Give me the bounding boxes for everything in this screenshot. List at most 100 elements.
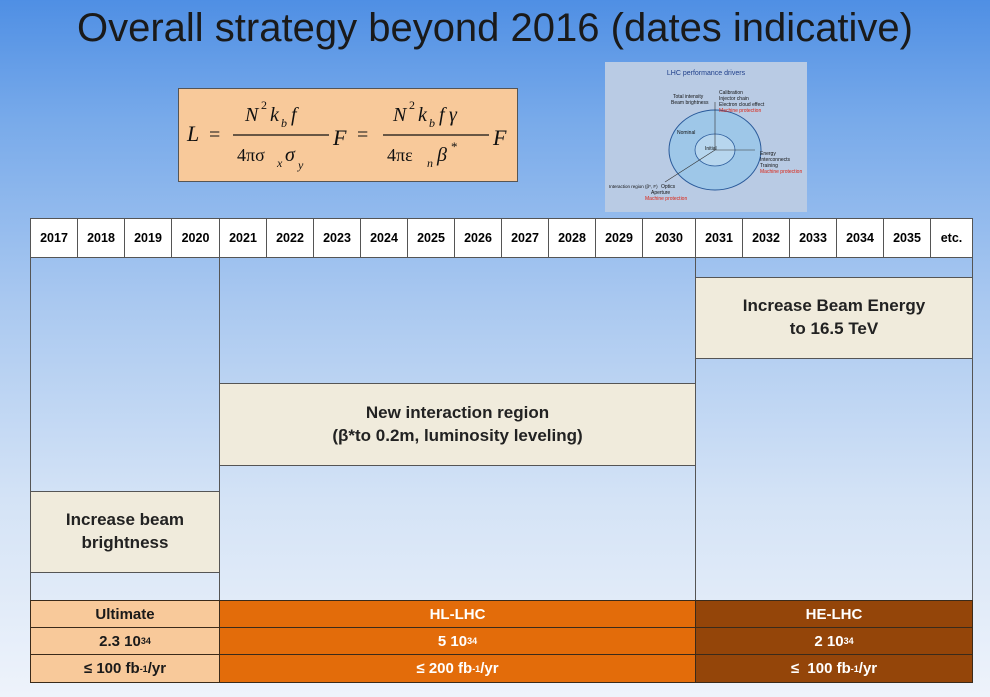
phase-interaction-line2: (β*to 0.2m, luminosity leveling): [332, 425, 583, 445]
year-cell: 2017: [30, 218, 78, 258]
year-cell: 2018: [77, 218, 125, 258]
phase-increase-beam-energy: Increase Beam Energy to 16.5 TeV: [695, 277, 973, 359]
he-int-pre: ≤ 100 fb: [790, 660, 851, 677]
year-cell: 2024: [360, 218, 408, 258]
drivers-label-energy: Energy: [760, 151, 776, 157]
phase-brightness-line2: brightness: [81, 533, 169, 552]
ultimate-lumi-exp: 34: [140, 636, 151, 646]
hl-lumi-exp: 34: [467, 636, 478, 646]
year-cell: 2029: [595, 218, 643, 258]
formula-eq-2: =: [357, 124, 368, 146]
drivers-label-initial: Initial: [705, 146, 717, 152]
he-lumi-exp: 34: [843, 636, 854, 646]
drivers-label-calibration: Calibration: [719, 90, 743, 96]
drivers-label-ir: Interaction region (β*, F): [609, 184, 658, 189]
year-cell: 2019: [124, 218, 172, 258]
formula-f-2: f: [439, 104, 447, 126]
formula-star: *: [451, 139, 458, 154]
year-cell: 2022: [266, 218, 314, 258]
drivers-label-mp-1: Machine protection: [719, 108, 761, 114]
drivers-label-mp-3: Machine protection: [645, 196, 687, 202]
year-cell: 2021: [219, 218, 267, 258]
hl-int-post: /yr: [480, 660, 499, 677]
phase-increase-brightness: Increase beam brightness: [30, 491, 220, 573]
hl-lhc-name: HL-LHC: [219, 600, 696, 628]
hl-lumi-base: 5 10: [437, 632, 468, 650]
drivers-label-interconnects: Interconnects: [760, 157, 791, 163]
formula-b-2: b: [429, 116, 435, 130]
drivers-label-optics: Optics: [661, 184, 676, 190]
formula-lhs: L: [186, 121, 199, 146]
he-lhc-name: HE-LHC: [695, 600, 973, 628]
year-cell: 2035: [883, 218, 931, 258]
ultimate-integrated: ≤ 100 fb-1/yr: [30, 654, 220, 683]
formula-den-1: 4πσ: [237, 145, 265, 165]
year-cell: 2025: [407, 218, 455, 258]
he-lumi-base: 2 10: [814, 632, 844, 650]
year-cell: 2030: [642, 218, 696, 258]
ultimate-int-post: /yr: [147, 660, 167, 677]
formula-exp-2: 2: [409, 98, 415, 112]
formula-n-2: N: [392, 104, 408, 126]
drivers-label-total-intensity: Total intensity: [673, 94, 704, 100]
ultimate-name: Ultimate: [30, 600, 220, 628]
phase-energy-line2: to 16.5 TeV: [789, 319, 879, 338]
drivers-label-injector: Injector chain: [719, 96, 749, 102]
year-cell: 2034: [836, 218, 884, 258]
formula-beta: β: [436, 144, 447, 166]
phase-new-interaction-region: New interaction region (β*to 0.2m, lumin…: [219, 383, 696, 466]
drivers-label-nominal: Nominal: [677, 130, 695, 136]
formula-x: x: [276, 156, 283, 170]
he-int-post: /yr: [858, 660, 878, 677]
drivers-label-ecloud: Electron cloud effect: [719, 102, 765, 108]
year-cell: etc.: [930, 218, 973, 258]
year-cell: 2032: [742, 218, 790, 258]
formula-f-1: f: [291, 104, 299, 126]
hl-lhc-integrated: ≤ 200 fb-1/yr: [219, 654, 696, 683]
ultimate-int-exp: -1: [139, 663, 148, 674]
drivers-label-mp-2: Machine protection: [760, 169, 802, 175]
phase-brightness-line1: Increase beam: [65, 510, 185, 530]
formula-n-sub: n: [427, 156, 433, 170]
formula-F-2: F: [492, 125, 507, 150]
hl-int-exp: -1: [472, 663, 481, 674]
luminosity-formula: L = N 2 k b f 4πσ x σ y F = N 2 k b f γ …: [178, 88, 518, 182]
formula-gamma: γ: [449, 104, 458, 126]
he-int-exp: -1: [850, 663, 859, 674]
formula-eq-1: =: [209, 124, 220, 146]
drivers-label-beam-brightness: Beam brightness: [671, 100, 709, 106]
drivers-axis-diag: [664, 149, 716, 183]
year-cell: 2027: [501, 218, 549, 258]
phase-energy-line1: Increase Beam Energy: [742, 296, 926, 316]
formula-k-2: k: [418, 104, 428, 126]
formula-den-2: 4πε: [387, 145, 413, 165]
year-cell: 2028: [548, 218, 596, 258]
drivers-label-training: Training: [760, 163, 778, 169]
formula-sigma: σ: [285, 144, 296, 166]
phase-interaction-line1: New interaction region: [365, 402, 550, 422]
formula-k-1: k: [270, 104, 280, 126]
year-cell: 2023: [313, 218, 361, 258]
formula-y: y: [297, 158, 304, 172]
year-cell: 2031: [695, 218, 743, 258]
year-cell: 2026: [454, 218, 502, 258]
lhc-performance-drivers-image: LHC performance drivers Total intensity …: [605, 62, 807, 212]
drivers-label-aperture: Aperture: [651, 190, 670, 196]
year-cell: 2020: [171, 218, 220, 258]
he-lhc-integrated: ≤ 100 fb-1/yr: [695, 654, 973, 683]
formula-b-1: b: [281, 116, 287, 130]
hl-int-pre: ≤ 200 fb: [416, 660, 473, 677]
ultimate-int-pre: ≤ 100 fb: [83, 660, 140, 677]
year-cell: 2033: [789, 218, 837, 258]
formula-F-1: F: [332, 125, 347, 150]
slide-title: Overall strategy beyond 2016 (dates indi…: [76, 6, 913, 50]
ultimate-lumi-base: 2.3 10: [99, 632, 141, 650]
drivers-title: LHC performance drivers: [667, 70, 746, 77]
timeline: 2017 2018 2019 2020 2021 2022 2023 2024 …: [30, 218, 973, 683]
formula-exp-1: 2: [261, 98, 267, 112]
formula-n-1: N: [244, 104, 260, 126]
